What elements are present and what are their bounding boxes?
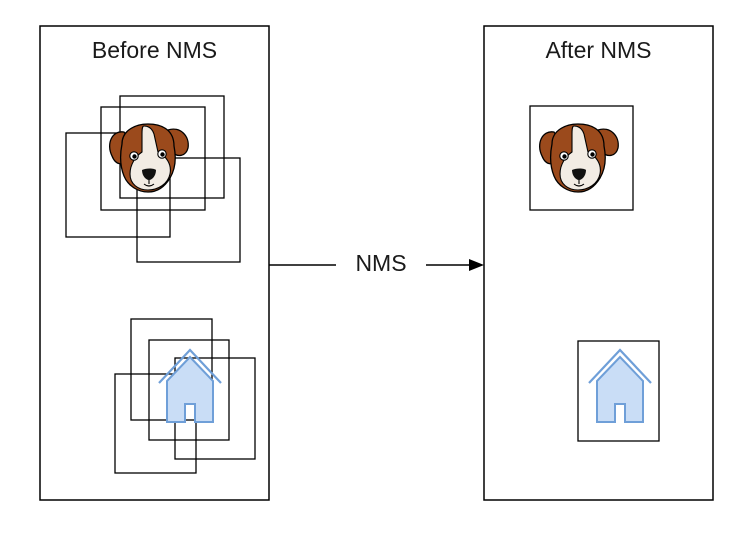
selected-house-box <box>577 340 660 442</box>
before-panel-title: Before NMS <box>91 37 218 63</box>
candidate-box <box>114 373 197 474</box>
dog-icon <box>538 123 619 193</box>
nms-arrow <box>269 259 484 271</box>
after-panel-title: After NMS <box>545 37 652 63</box>
arrowhead-icon <box>469 259 484 271</box>
before-panel <box>39 25 270 501</box>
after-panel <box>483 25 714 501</box>
arrow-label: NMS <box>336 250 426 277</box>
house-candidate-boxes <box>114 318 256 474</box>
selected-dog-box <box>529 105 634 211</box>
candidate-box <box>136 157 241 263</box>
house-icon <box>587 348 653 424</box>
candidate-box <box>148 339 230 441</box>
